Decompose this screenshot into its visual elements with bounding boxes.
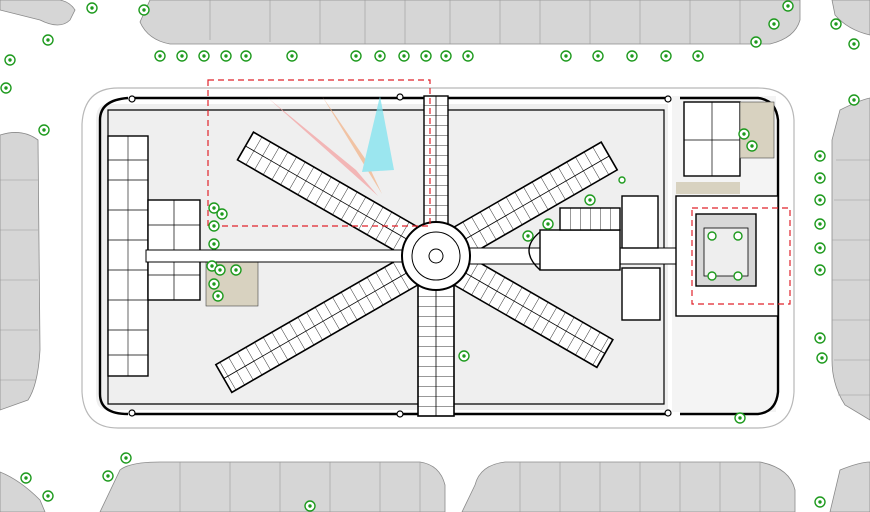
tree-icon	[4, 54, 16, 66]
tree-icon	[750, 36, 762, 48]
tree-icon	[208, 202, 220, 214]
tree-icon	[420, 50, 432, 62]
tree-icon	[398, 50, 410, 62]
tree-icon	[216, 208, 228, 220]
street-block-west	[0, 132, 41, 411]
tree-icon	[304, 500, 316, 512]
tree-icon	[138, 4, 150, 16]
radial-wing-north	[423, 95, 449, 237]
street-block-south-left	[99, 461, 446, 512]
street-block-east	[831, 97, 870, 421]
tree-icon	[814, 264, 826, 276]
tree-icon	[0, 82, 12, 94]
tree-icon	[692, 50, 704, 62]
tree-icon	[176, 50, 188, 62]
view-cone	[362, 96, 394, 172]
tree-icon	[816, 352, 828, 364]
tree-icon	[42, 34, 54, 46]
east-structures	[528, 195, 661, 321]
tree-icon	[848, 94, 860, 106]
tree-icon	[746, 140, 758, 152]
radial-wing-south	[417, 275, 455, 417]
tree-icon	[738, 128, 750, 140]
tree-icon	[38, 124, 50, 136]
tree-icon	[733, 271, 743, 281]
view-cones	[268, 96, 394, 196]
street-block-south-right	[461, 461, 796, 512]
street-block-northeast	[831, 0, 870, 36]
tree-icon	[814, 194, 826, 206]
tree-icon	[707, 271, 717, 281]
radial-wing-west	[145, 249, 417, 263]
tree-icon	[42, 490, 54, 502]
central-rotunda	[401, 221, 471, 291]
street-block-southwest	[0, 471, 46, 512]
tree-icon	[830, 18, 842, 30]
wall-posts	[128, 93, 672, 418]
tree-icon	[208, 220, 220, 232]
tree-icon	[814, 242, 826, 254]
view-cone	[268, 98, 378, 196]
tree-icon	[782, 0, 794, 12]
tree-icon	[707, 231, 717, 241]
tree-icon	[220, 50, 232, 62]
street-block-north	[139, 0, 801, 45]
tree-icon	[208, 238, 220, 250]
tree-icon	[154, 50, 166, 62]
tree-icon	[208, 278, 220, 290]
highlight-frame-east	[691, 207, 791, 305]
east-annex	[675, 101, 779, 317]
tree-icon	[20, 472, 32, 484]
street-block-southeast	[829, 461, 870, 512]
tree-icon	[374, 50, 386, 62]
tree-icon	[734, 412, 746, 424]
tree-icon	[560, 50, 572, 62]
tree-icon	[120, 452, 132, 464]
tree-icon	[440, 50, 452, 62]
tree-icon	[198, 50, 210, 62]
tree-icon	[626, 50, 638, 62]
tree-icon	[214, 264, 226, 276]
tree-icon	[848, 38, 860, 50]
tree-icon	[86, 2, 98, 14]
tree-icon	[286, 50, 298, 62]
tree-icon	[814, 218, 826, 230]
tree-icon	[230, 264, 242, 276]
tree-icon	[462, 50, 474, 62]
tree-icon	[814, 150, 826, 162]
tree-icon	[458, 350, 470, 362]
radial-wings	[145, 95, 687, 417]
tree-icon	[102, 470, 114, 482]
tree-icon	[522, 230, 534, 242]
street-block-northwest	[0, 0, 76, 26]
tree-icon	[542, 218, 554, 230]
east-strip	[676, 182, 740, 194]
tree-icon	[768, 18, 780, 30]
tree-icon	[584, 194, 596, 206]
tree-icon	[350, 50, 362, 62]
tree-icon	[618, 176, 626, 184]
tree-icon	[212, 290, 224, 302]
tree-icon	[814, 332, 826, 344]
tree-icon	[814, 172, 826, 184]
highlight-frame-north	[207, 79, 431, 227]
highlight-frames	[207, 79, 791, 305]
tree-icon	[814, 496, 826, 508]
tree-icon	[733, 231, 743, 241]
tree-icon	[660, 50, 672, 62]
tree-icon	[240, 50, 252, 62]
tree-icon	[592, 50, 604, 62]
